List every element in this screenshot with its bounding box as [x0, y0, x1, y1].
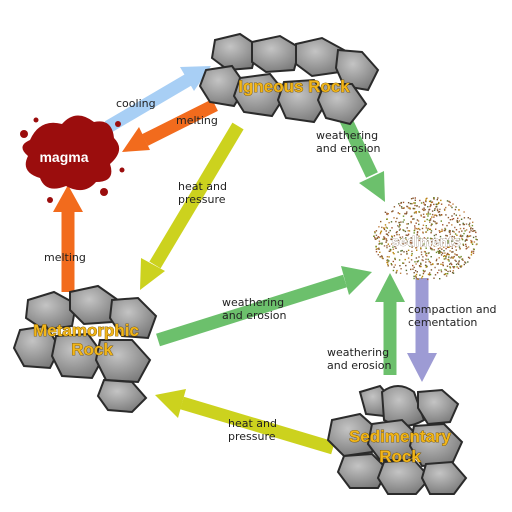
melting-label-igneous: melting [176, 114, 218, 127]
sedimentary-rock-label-line1: Sedimentary [349, 427, 452, 446]
heat-pressure-label-igneous-line2: pressure [178, 193, 226, 206]
magma-label: magma [39, 149, 88, 165]
heat-pressure-label-sedimentary-line2: pressure [228, 430, 276, 443]
heat-pressure-label-igneous-line1: heat and [178, 180, 227, 193]
sediments-label: sediments [391, 233, 460, 249]
weathering-label-metamorphic-line1: weathering [222, 296, 284, 309]
compaction-label-line1: compaction and [408, 303, 497, 316]
compaction-arrow [407, 278, 437, 382]
compaction-label-line2: cementation [408, 316, 477, 329]
cooling-arrow [104, 66, 211, 133]
sediments-speckle [373, 197, 478, 281]
sedimentary-rock-label-line2: Rock [379, 447, 421, 466]
magma-splat [20, 115, 125, 203]
weathering-arrow-from-igneous [339, 115, 385, 202]
heat-pressure-arrow-from-igneous [140, 122, 244, 290]
igneous-rock-pile [198, 32, 380, 126]
metamorphic-rock-label-line1: Metamorphic [33, 321, 139, 340]
weathering-arrow-from-metamorphic [156, 266, 372, 347]
heat-pressure-arrow-from-sedimentary [155, 389, 335, 455]
weathering-label-igneous-line1: weathering [316, 129, 378, 142]
metamorphic-rock-pile [12, 284, 158, 414]
melting-label-metamorphic: melting [44, 251, 86, 264]
metamorphic-rock-label-line2: Rock [71, 340, 113, 359]
weathering-label-metamorphic-line2: and erosion [222, 309, 286, 322]
melting-arrow-from-metamorphic [53, 185, 83, 292]
weathering-label-sedimentary-line2: and erosion [327, 359, 391, 372]
cooling-label: cooling [116, 97, 156, 110]
sedimentary-rock-pile [326, 384, 468, 495]
weathering-label-sedimentary-line1: weathering [327, 346, 389, 359]
weathering-label-igneous-line2: and erosion [316, 142, 380, 155]
melting-arrow-from-igneous [122, 99, 218, 152]
igneous-rock-label: Igneous Rock [238, 77, 350, 96]
weathering-arrow-from-sedimentary [375, 273, 405, 375]
heat-pressure-label-sedimentary-line1: heat and [228, 417, 277, 430]
